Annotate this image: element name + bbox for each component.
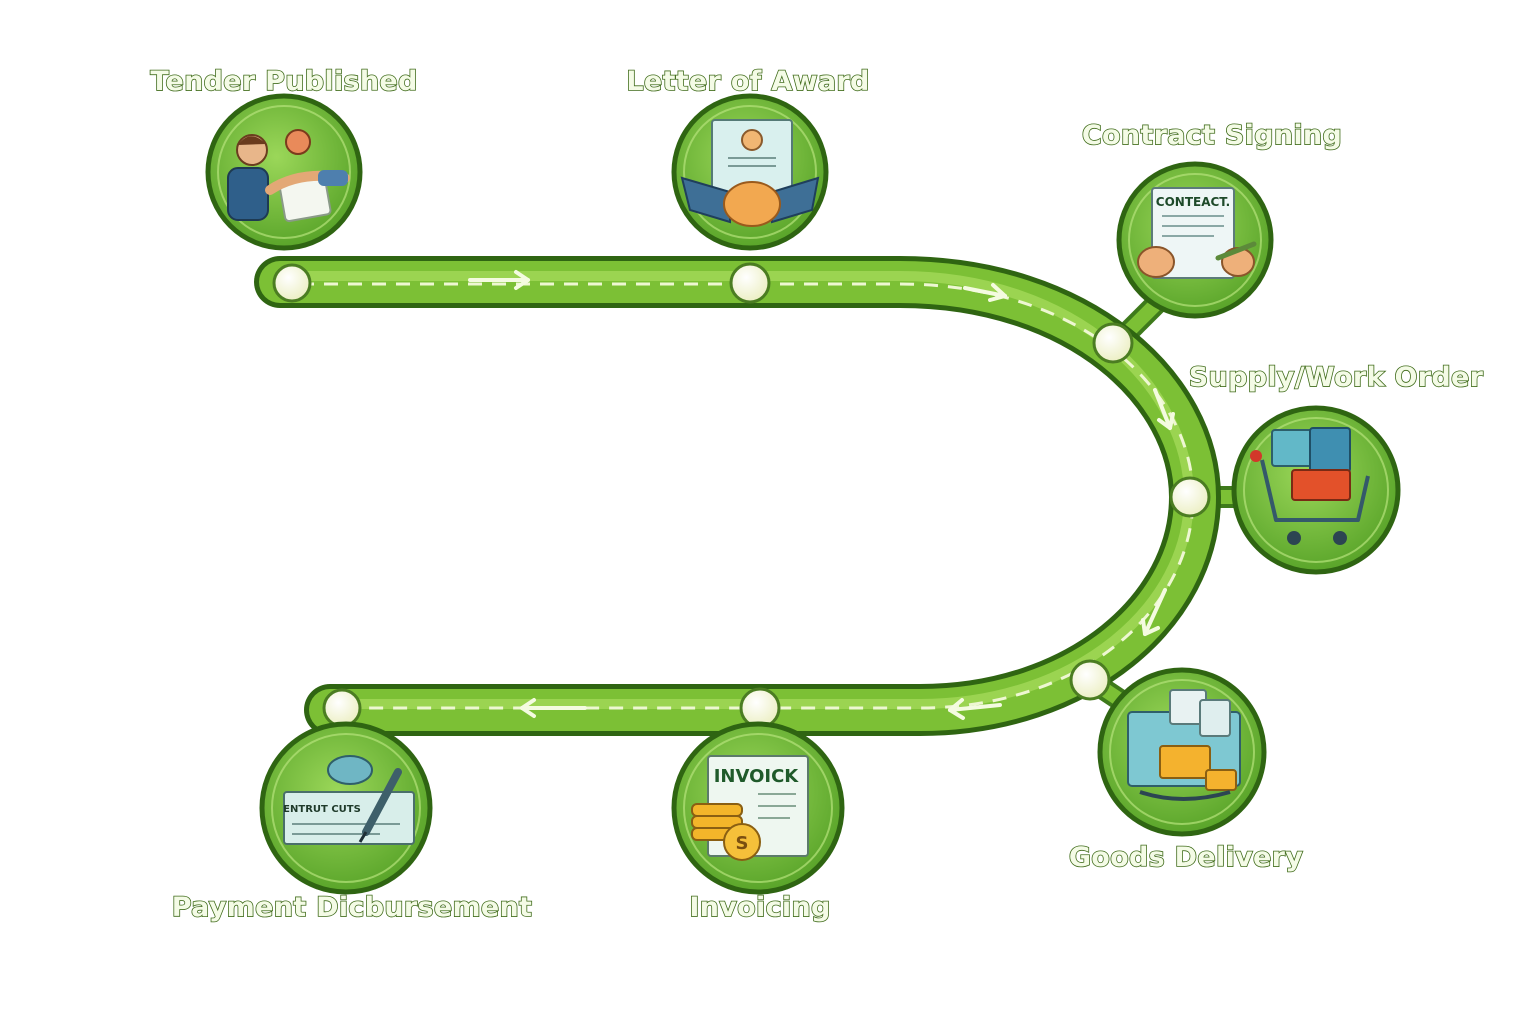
label-payment: Payment Dicbursement	[172, 892, 533, 923]
node-invoicing	[739, 687, 781, 729]
svg-text:S: S	[736, 833, 749, 854]
invoice-coins-icon: INVOICK S	[691, 755, 809, 861]
stage-delivery: Goods Delivery	[1068, 667, 1304, 874]
node-loa	[729, 262, 771, 304]
node-contract	[1092, 322, 1134, 364]
award-letter-handshake-icon	[680, 119, 820, 227]
track-centerline	[300, 282, 1195, 710]
svg-text:INVOICK: INVOICK	[714, 766, 800, 787]
flow-track	[254, 256, 1222, 736]
arrow-left-icon	[520, 698, 587, 718]
stage-tender: Tender Published	[150, 65, 418, 251]
shopping-cart-icon	[1250, 427, 1370, 545]
direction-arrows	[468, 270, 1175, 720]
node-delivery	[1069, 659, 1111, 701]
delivery-package-icon	[1127, 689, 1241, 801]
label-delivery: Goods Delivery	[1069, 842, 1303, 873]
label-contract: Contract Signing	[1082, 120, 1342, 151]
stage-contract: CONTEACT. Contract Signing	[1081, 119, 1343, 319]
arrow-right-icon	[468, 270, 530, 290]
stage-invoicing: INVOICK S Invoicing	[671, 721, 845, 924]
node-payment	[322, 688, 362, 728]
contract-document-icon: CONTEACT.	[1137, 187, 1257, 279]
stage-payment: ENTRUT CUTS Payment Dicbursement	[171, 721, 533, 924]
cheque-pen-icon: ENTRUT CUTS	[283, 755, 415, 845]
svg-text:CONTEACT.: CONTEACT.	[1156, 195, 1230, 209]
arrow-left-icon	[948, 698, 1002, 720]
label-invoicing: Invoicing	[689, 892, 830, 923]
label-supply: Supply/Work Order	[1189, 362, 1484, 393]
node-supply	[1169, 476, 1211, 518]
label-tender: Tender Published	[150, 66, 417, 97]
label-loa: Letter of Award	[626, 66, 869, 97]
node-tender	[272, 263, 312, 303]
stage-loa: Letter of Award	[626, 65, 870, 251]
arrow-right-icon	[963, 283, 1007, 302]
arrow-down-icon	[1153, 388, 1175, 430]
arrow-down-left-icon	[1141, 588, 1167, 636]
handshake-people-icon	[227, 129, 350, 223]
svg-text:ENTRUT CUTS: ENTRUT CUTS	[283, 804, 361, 815]
stage-supply: Supply/Work Order	[1188, 361, 1484, 575]
